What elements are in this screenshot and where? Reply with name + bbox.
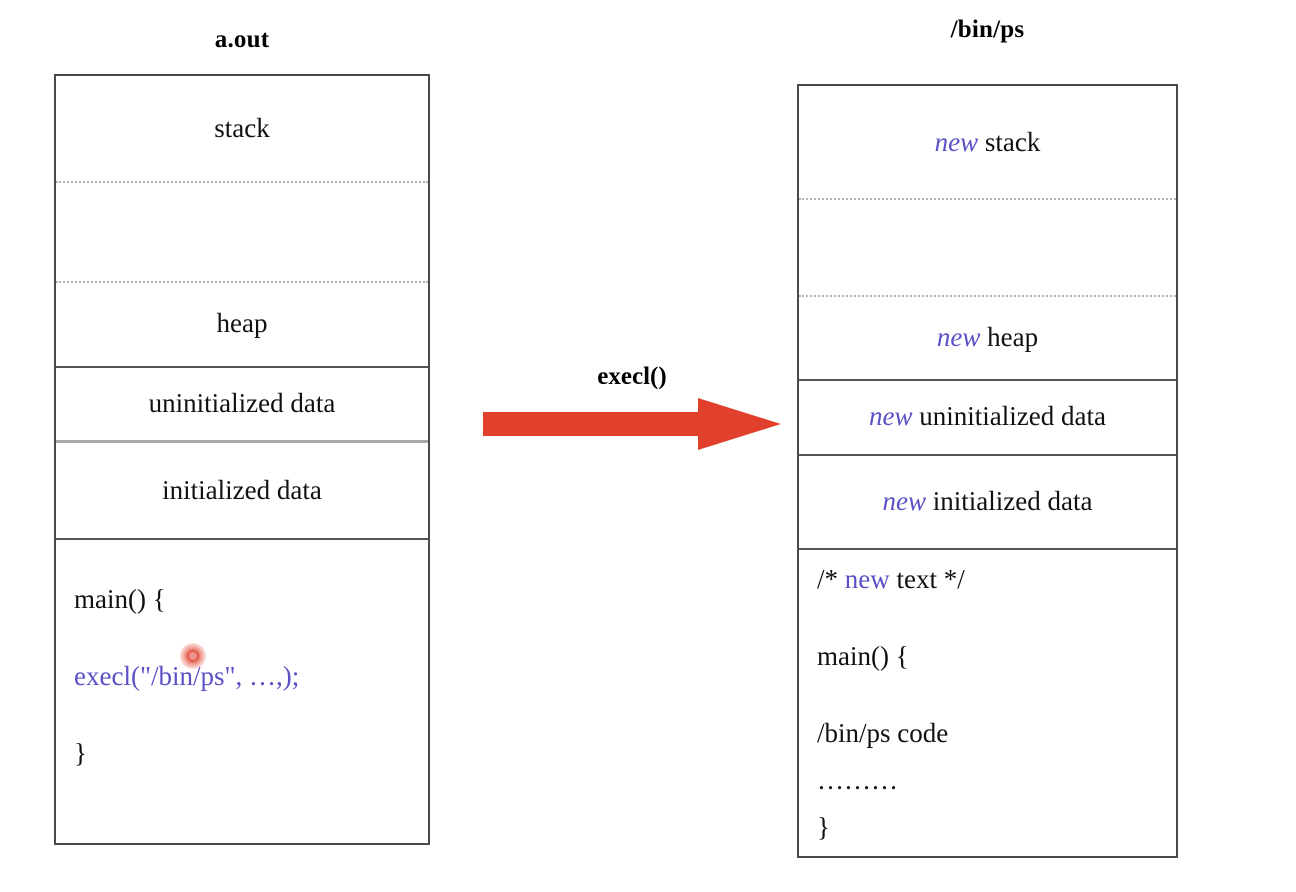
divider-dotted-gap-heap-binps — [799, 295, 1176, 297]
segment-uninitialized-data-aout: uninitialized data — [56, 366, 428, 440]
execl-arrow — [483, 398, 781, 450]
segment-uninitialized-data-binps: new uninitialized data — [799, 379, 1176, 454]
divider-bss-data — [56, 440, 428, 443]
segment-initialized-data-binps: new initialized data — [799, 454, 1176, 548]
segment-text-aout: main() { execl("/bin/ps", …,); } — [74, 576, 418, 777]
code-line-new-text-comment: /* new text */ — [817, 556, 1166, 603]
segment-label-new-heap: new heap — [937, 321, 1038, 353]
keyword-new-initialized: new — [882, 485, 927, 516]
segment-heap-aout: heap — [56, 281, 428, 366]
code-line-execl: execl("/bin/ps", …,); — [74, 661, 300, 692]
code-line-close-brace: } — [74, 738, 87, 769]
keyword-new-heap: new — [936, 321, 981, 352]
segment-label-heap: heap — [216, 308, 268, 339]
segment-stack-aout: stack — [56, 76, 428, 181]
segment-label-new-stack: new stack — [935, 126, 1041, 158]
segment-stack-binps: new stack — [799, 86, 1176, 198]
segment-label-uninitialized-data: uninitialized data — [148, 387, 336, 418]
divider-data-text-binps — [799, 548, 1176, 550]
code-line-blank-b — [817, 680, 1166, 710]
page-title-binps: /bin/ps — [950, 16, 1025, 43]
code-line-blank-2 — [74, 700, 418, 730]
code-line-blank-a — [817, 603, 1166, 633]
code-line-binps-code: /bin/ps code — [817, 718, 949, 749]
code-line-close-brace-binps: } — [817, 812, 830, 843]
code-line-main-binps: main() { — [817, 641, 909, 672]
keyword-new-text: new — [844, 564, 890, 595]
segment-gap-binps — [799, 198, 1176, 295]
segment-label-initialized-data: initialized data — [162, 475, 322, 506]
comment-rest: text */ — [896, 564, 965, 595]
arrow-label-execl: execl() — [597, 363, 667, 390]
divider-bss-data-binps — [799, 454, 1176, 456]
page-title-aout: a.out — [214, 26, 270, 53]
arrow-right-icon — [483, 398, 781, 450]
memory-box-binps: new stack new heap new uninitialized dat… — [797, 84, 1178, 858]
divider-heap-bss — [56, 366, 428, 368]
segment-label-initialized-text: initialized data — [932, 485, 1093, 516]
memory-box-aout: stack heap uninitialized data initialize… — [54, 74, 430, 845]
code-line-ellipsis: ……… — [817, 765, 898, 796]
divider-dotted-stack-gap-binps — [799, 198, 1176, 200]
segment-heap-binps: new heap — [799, 295, 1176, 379]
segment-label-stack: stack — [214, 113, 270, 144]
keyword-new-stack: new — [934, 126, 979, 157]
segment-initialized-data-aout: initialized data — [56, 443, 428, 538]
divider-heap-bss-binps — [799, 379, 1176, 381]
segment-label-uninitialized-text: uninitialized data — [919, 401, 1106, 432]
segment-label-new-initialized-data: new initialized data — [883, 485, 1093, 517]
keyword-new-uninitialized: new — [869, 401, 913, 432]
segment-label-new-uninitialized-data: new uninitialized data — [869, 400, 1106, 432]
divider-dotted-stack-gap — [56, 181, 428, 183]
comment-open: /* — [817, 564, 839, 595]
segment-gap-aout — [56, 181, 428, 281]
divider-data-text — [56, 538, 428, 540]
code-line-main: main() { — [74, 584, 166, 615]
cursor-highlight-dot — [180, 643, 206, 669]
segment-text-binps: /* new text */ main() { /bin/ps code ………… — [817, 556, 1166, 851]
segment-label-stack-text: stack — [984, 126, 1041, 157]
divider-dotted-gap-heap — [56, 281, 428, 283]
code-line-blank-1 — [74, 623, 418, 653]
segment-label-heap-text: heap — [987, 321, 1039, 352]
